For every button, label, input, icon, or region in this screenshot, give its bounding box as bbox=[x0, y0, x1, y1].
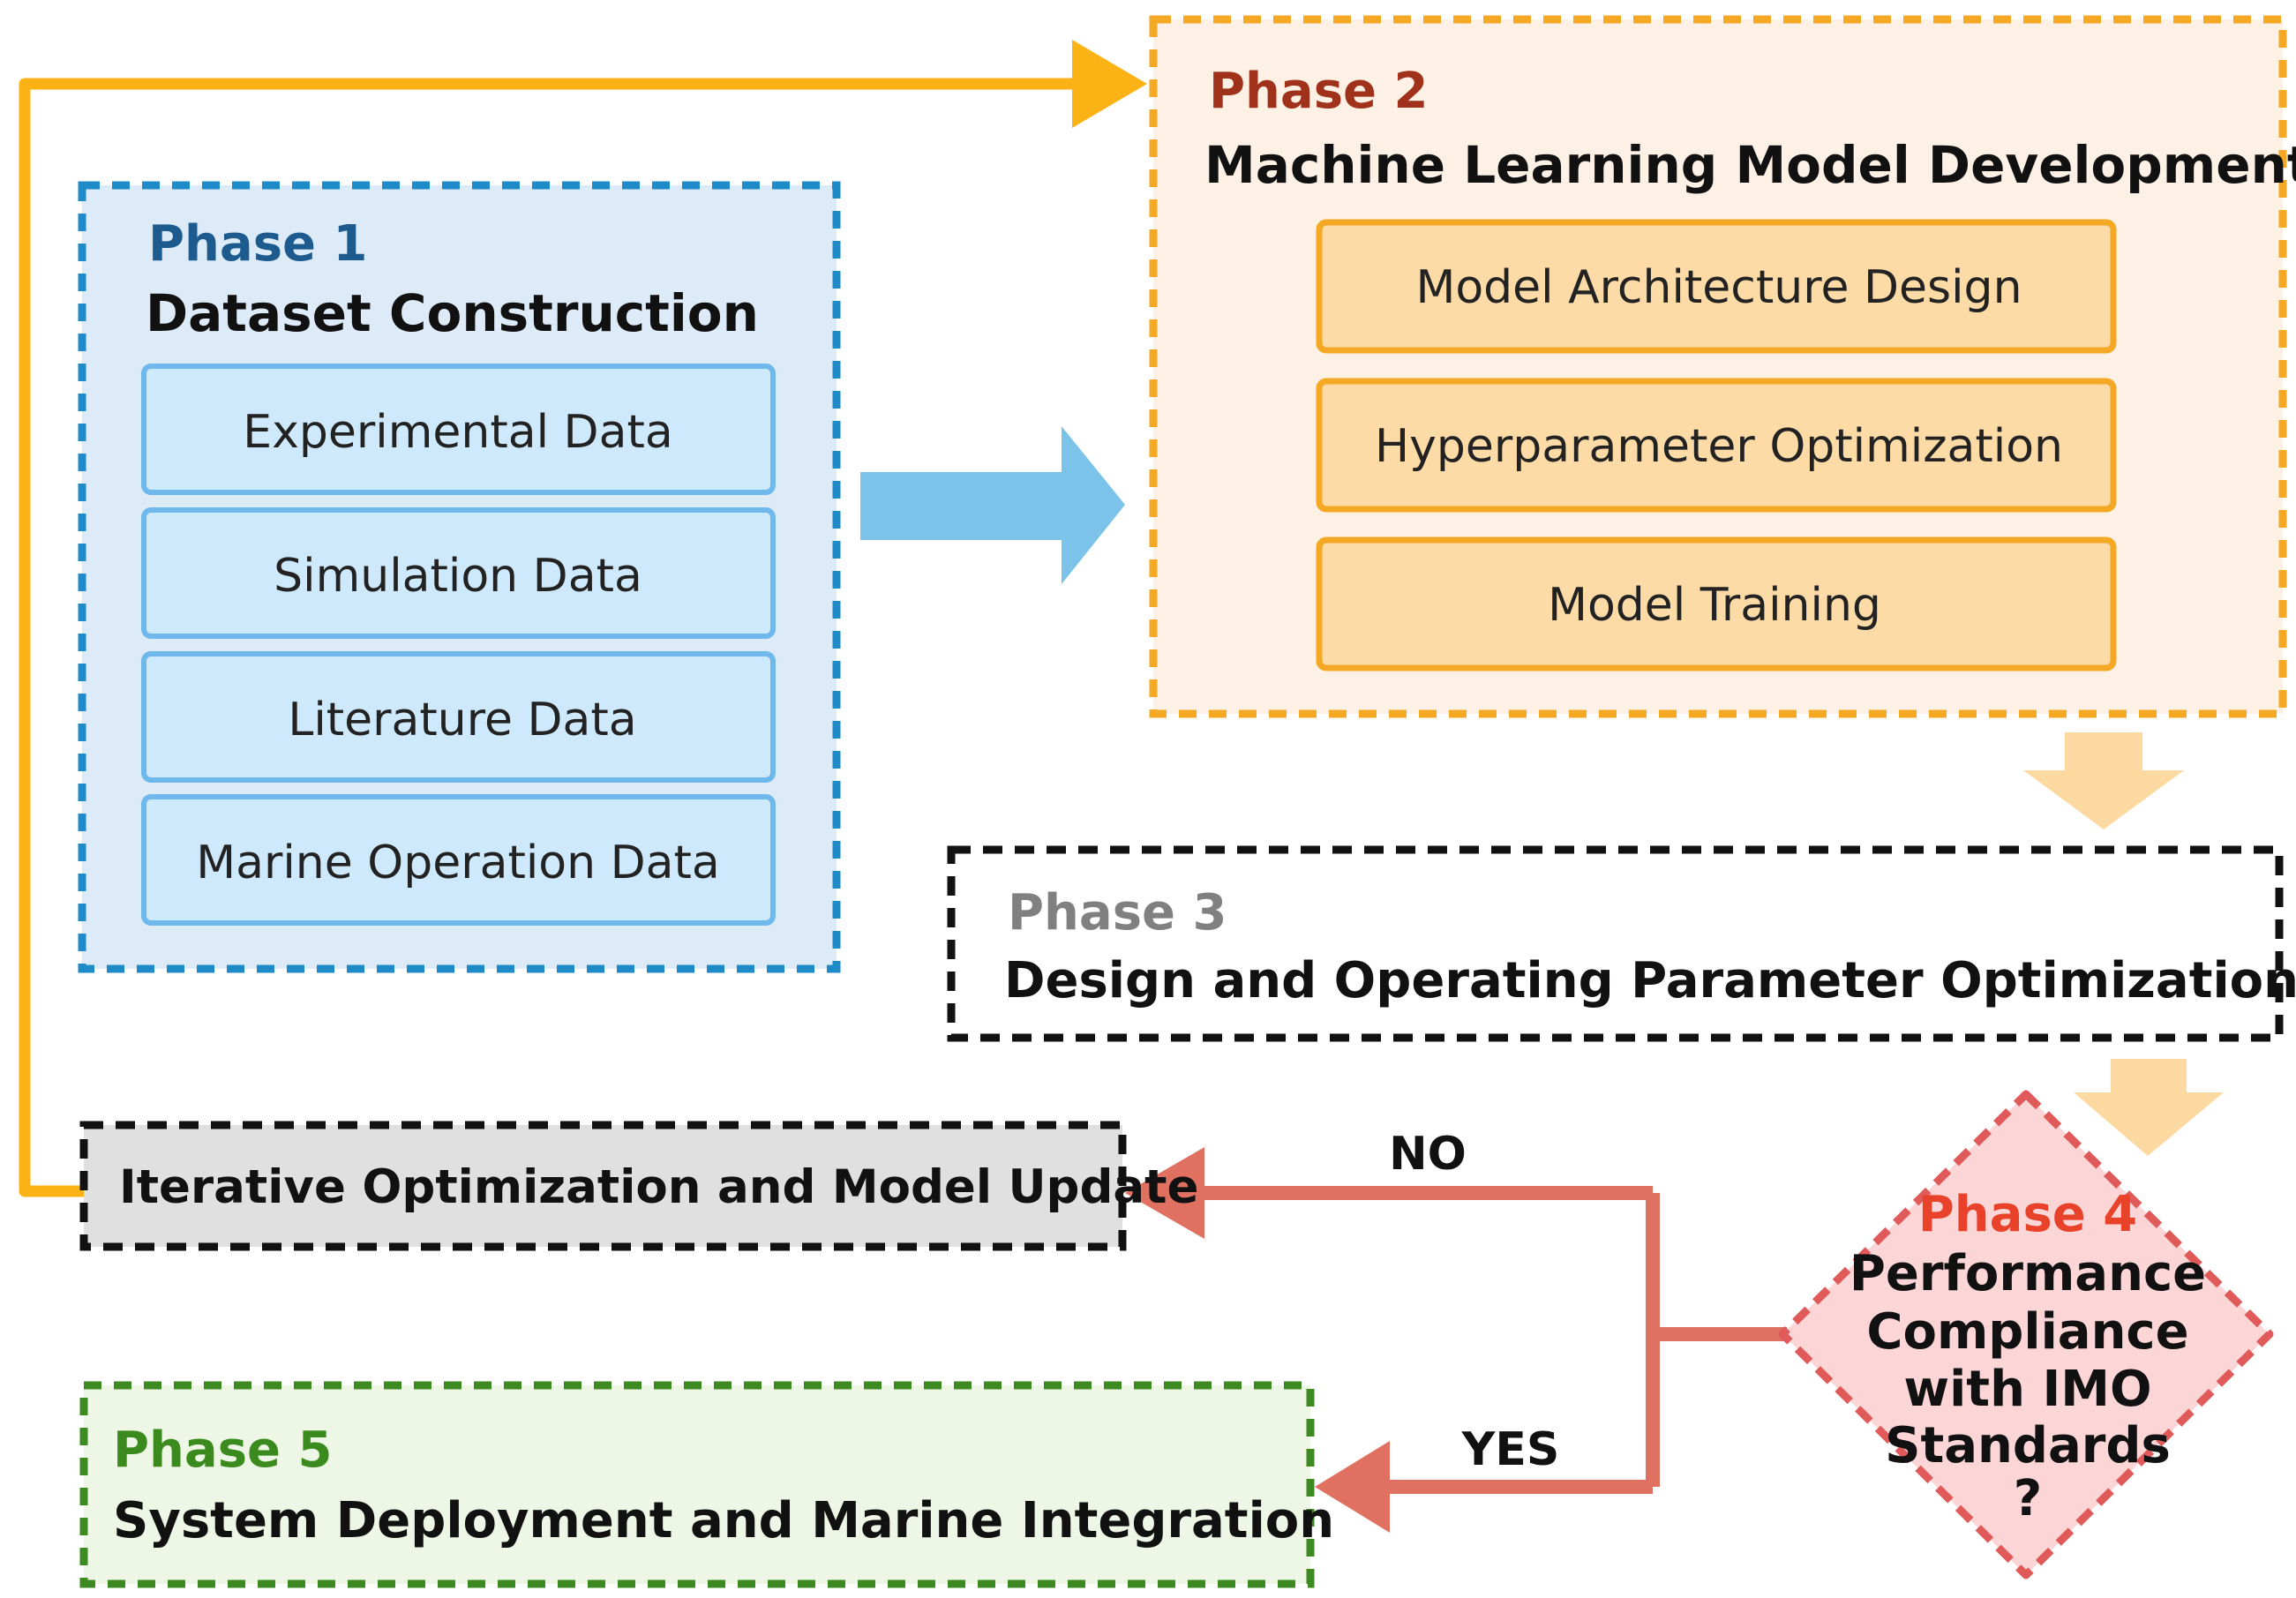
phase2-item-label: Hyperparameter Optimization bbox=[1375, 420, 2063, 473]
phase4-label: Phase 4 bbox=[1918, 1186, 2137, 1243]
phase2-to-phase3-arrow bbox=[2023, 732, 2184, 829]
phase4-decision-diamond bbox=[1778, 1090, 2274, 1579]
phase1-item-1: Experimental Data bbox=[141, 364, 776, 495]
phase4-line-4: Standards bbox=[1885, 1417, 2171, 1474]
phase5-label: Phase 5 bbox=[113, 1422, 332, 1479]
phase3-container bbox=[947, 845, 2284, 1042]
phase3-to-phase4-arrow bbox=[2074, 1059, 2224, 1156]
phase5-container bbox=[79, 1381, 1315, 1588]
phase2-item-1: Model Architecture Design bbox=[1316, 219, 2117, 354]
yes-branch-arrow-head bbox=[1315, 1441, 1390, 1533]
phase4-line-5: ? bbox=[2014, 1470, 2042, 1527]
loop-arrow-head bbox=[1072, 40, 1147, 128]
iterative-update-title: Iterative Optimization and Model Update bbox=[119, 1160, 1198, 1214]
phase4-line-3: with IMO bbox=[1903, 1361, 2151, 1418]
phase4-line-2: Compliance bbox=[1866, 1303, 2188, 1361]
phase1-item-2: Simulation Data bbox=[141, 507, 776, 639]
phase1-item-label: Marine Operation Data bbox=[196, 837, 720, 889]
phase1-item-label: Experimental Data bbox=[243, 406, 672, 459]
phase1-label: Phase 1 bbox=[148, 215, 367, 273]
phase3-title: Design and Operating Parameter Optimizat… bbox=[1004, 952, 2296, 1009]
phase1-item-label: Simulation Data bbox=[274, 550, 642, 603]
phase1-to-phase2-arrow bbox=[860, 426, 1125, 584]
loop-arrow-line bbox=[19, 78, 1085, 1197]
phase2-label: Phase 2 bbox=[1209, 63, 1428, 120]
phase2-item-label: Model Architecture Design bbox=[1415, 261, 2022, 314]
phase4-line-1: Performance bbox=[1850, 1245, 2206, 1302]
no-label: NO bbox=[1389, 1128, 1467, 1181]
no-branch-arrow-head bbox=[1125, 1147, 1204, 1239]
phase1-item-4: Marine Operation Data bbox=[141, 794, 776, 926]
phase2-item-2: Hyperparameter Optimization bbox=[1316, 378, 2117, 513]
phase1-item-3: Literature Data bbox=[141, 651, 776, 783]
phase2-title: Machine Learning Model Development bbox=[1204, 135, 2296, 195]
iterative-update-box bbox=[79, 1121, 1127, 1251]
yes-label: YES bbox=[1461, 1423, 1560, 1476]
phase1-title: Dataset Construction bbox=[146, 283, 759, 343]
phase2-item-3: Model Training bbox=[1316, 536, 2117, 671]
phase2-item-label: Model Training bbox=[1548, 579, 1881, 632]
phase5-title: System Deployment and Marine Integration bbox=[113, 1492, 1334, 1549]
phase1-item-label: Literature Data bbox=[288, 694, 636, 746]
decision-branch-lines bbox=[1646, 1193, 1787, 1487]
phase3-label: Phase 3 bbox=[1008, 884, 1227, 942]
